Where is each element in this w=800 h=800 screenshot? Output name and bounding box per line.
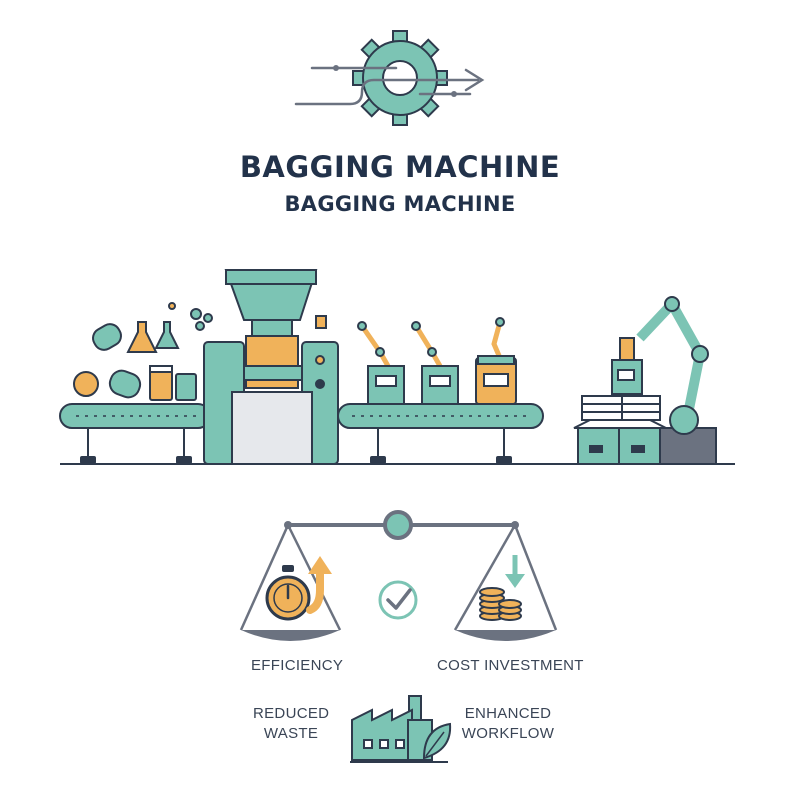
enhanced-workflow-label-line2: WORKFLOW (461, 725, 555, 742)
right-pan (455, 630, 556, 641)
production-line (59, 269, 735, 465)
cost-investment-label: COST INVESTMENT (437, 657, 584, 674)
left-pan (241, 630, 340, 641)
gear-process-icon (294, 30, 485, 126)
stopwatch-icon (265, 565, 311, 621)
right-conveyor (337, 403, 544, 464)
page-title: BAGGING MACHINE (239, 150, 561, 184)
bagging-machine (203, 269, 339, 465)
raw-ingredients (73, 302, 213, 401)
robotic-arms (357, 317, 517, 405)
left-conveyor (59, 403, 211, 464)
efficiency-label: EFFICIENCY (251, 657, 344, 674)
arrow-up-icon (306, 556, 332, 614)
balance-scale (239, 510, 558, 641)
arrow-down-icon (505, 555, 525, 588)
page-subtitle: BAGGING MACHINE (284, 192, 516, 216)
reduced-waste-label-line2: WASTE (263, 725, 319, 742)
factory-icon (350, 695, 448, 763)
enhanced-workflow-label-line1: ENHANCED (464, 705, 552, 722)
coins-icon (479, 587, 522, 621)
checkmark-icon (378, 580, 418, 620)
reduced-waste-label-line1: REDUCED (253, 705, 330, 722)
palletizing-robot (573, 296, 717, 465)
leaf-icon (422, 722, 452, 760)
